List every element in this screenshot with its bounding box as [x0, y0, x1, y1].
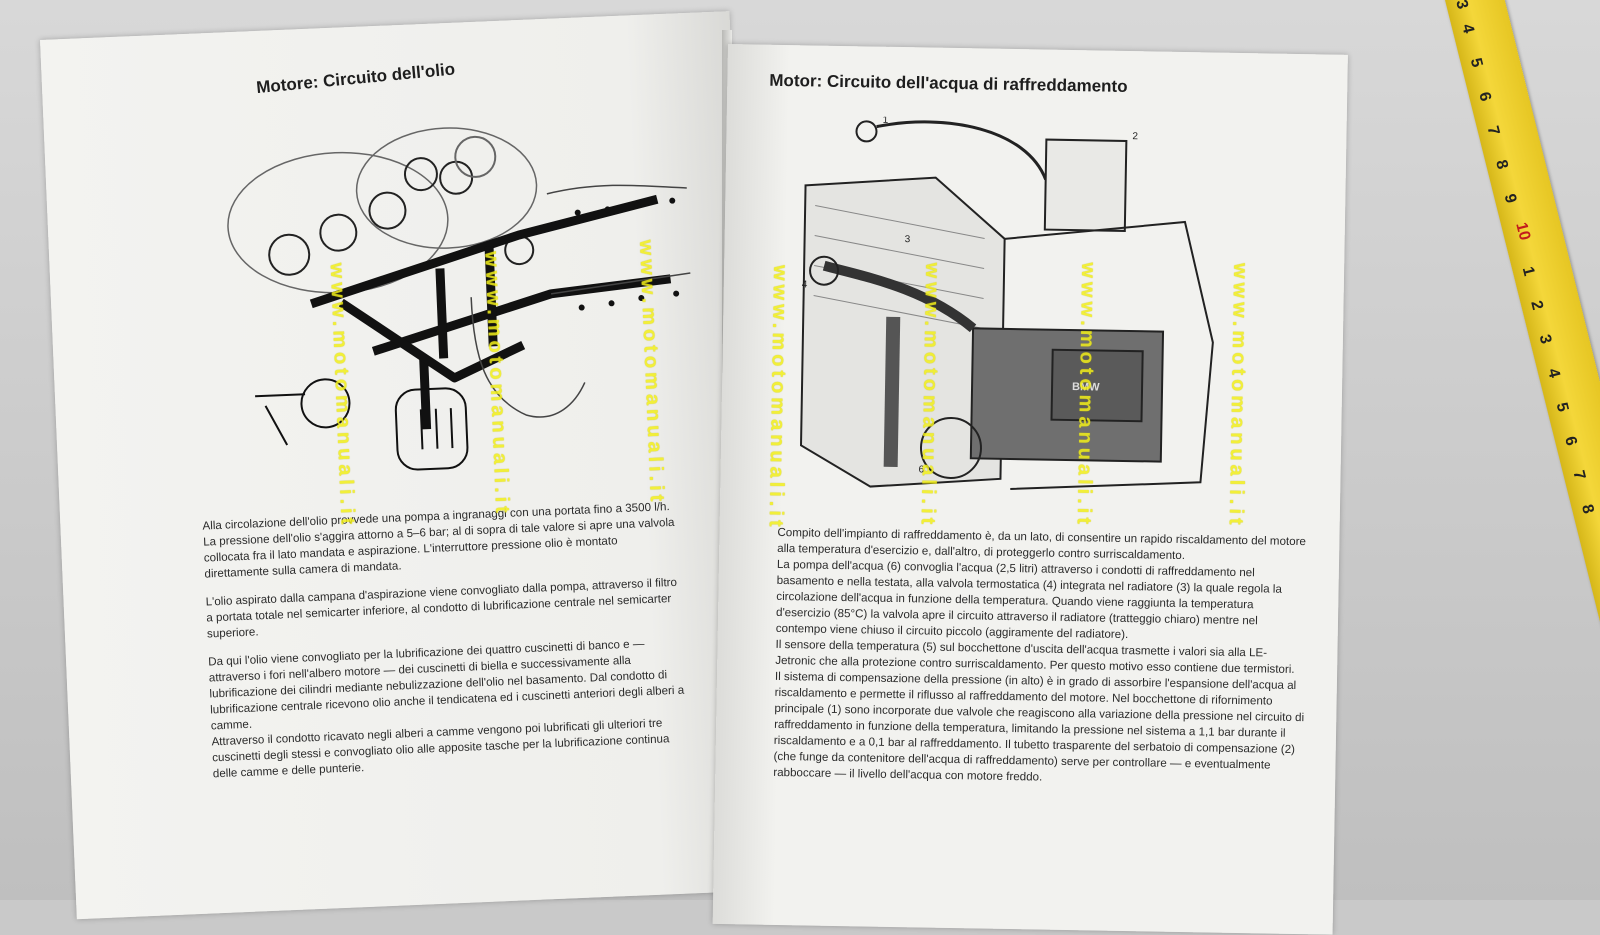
tape-number: 10 — [1512, 220, 1534, 243]
tape-number: 5 — [1466, 56, 1486, 70]
tape-number: 5 — [1552, 400, 1572, 414]
tape-number: 3 — [1452, 0, 1471, 11]
tape-number: 7 — [1569, 468, 1589, 482]
left-page-heading: Motore: Circuito dell'olio — [255, 59, 456, 98]
tape-number: 6 — [1561, 434, 1580, 448]
left-page: Motore: Circuito dell'olio — [40, 11, 767, 920]
right-page-body: Compito dell'impianto di raffreddamento … — [773, 525, 1307, 790]
tape-number: 4 — [1544, 366, 1563, 380]
tape-number: 2 — [1527, 298, 1546, 312]
tape-number: 6 — [1475, 90, 1494, 104]
right-page: Motor: Circuito dell'acqua di raffreddam… — [712, 44, 1348, 935]
engine-badge: BMW — [1072, 381, 1100, 393]
watermark: www.motomanuali.it — [764, 264, 792, 531]
tape-number: 8 — [1577, 502, 1597, 516]
oil-circuit-illustration — [227, 127, 691, 471]
callout-1: 1 — [883, 115, 889, 126]
tape-number: 9 — [1500, 192, 1520, 205]
callout-6: 6 — [919, 464, 925, 475]
callout-2: 2 — [1132, 131, 1138, 142]
right-page-heading: Motor: Circuito dell'acqua di raffreddam… — [769, 70, 1128, 96]
tape-number: 1 — [1518, 264, 1538, 278]
watermark: www.motomanuali.it — [1072, 262, 1100, 529]
tape-number: 3 — [1535, 332, 1555, 346]
left-paragraph-1: Alla circolazione dell'olio provvede una… — [202, 500, 675, 581]
left-page-body: Alla circolazione dell'olio provvede una… — [202, 499, 693, 783]
right-paragraph-2: La pompa dell'acqua (6) convoglia l'acqu… — [775, 557, 1282, 642]
tape-number: 4 — [1458, 22, 1477, 36]
callout-4: 4 — [802, 279, 808, 290]
right-paragraph-4: Il sistema di compensazione della pressi… — [773, 669, 1305, 784]
callout-3: 3 — [905, 234, 911, 245]
tape-number: 7 — [1483, 124, 1503, 138]
watermark: www.motomanuali.it — [1224, 262, 1252, 529]
watermark: www.motomanuali.it — [916, 262, 944, 529]
cooling-circuit-illustration: 1 2 3 4 6 BMW — [799, 115, 1214, 490]
left-paragraph-2: L'olio aspirato dalla campana d'aspirazi… — [205, 575, 678, 641]
tape-number: 8 — [1492, 158, 1511, 171]
